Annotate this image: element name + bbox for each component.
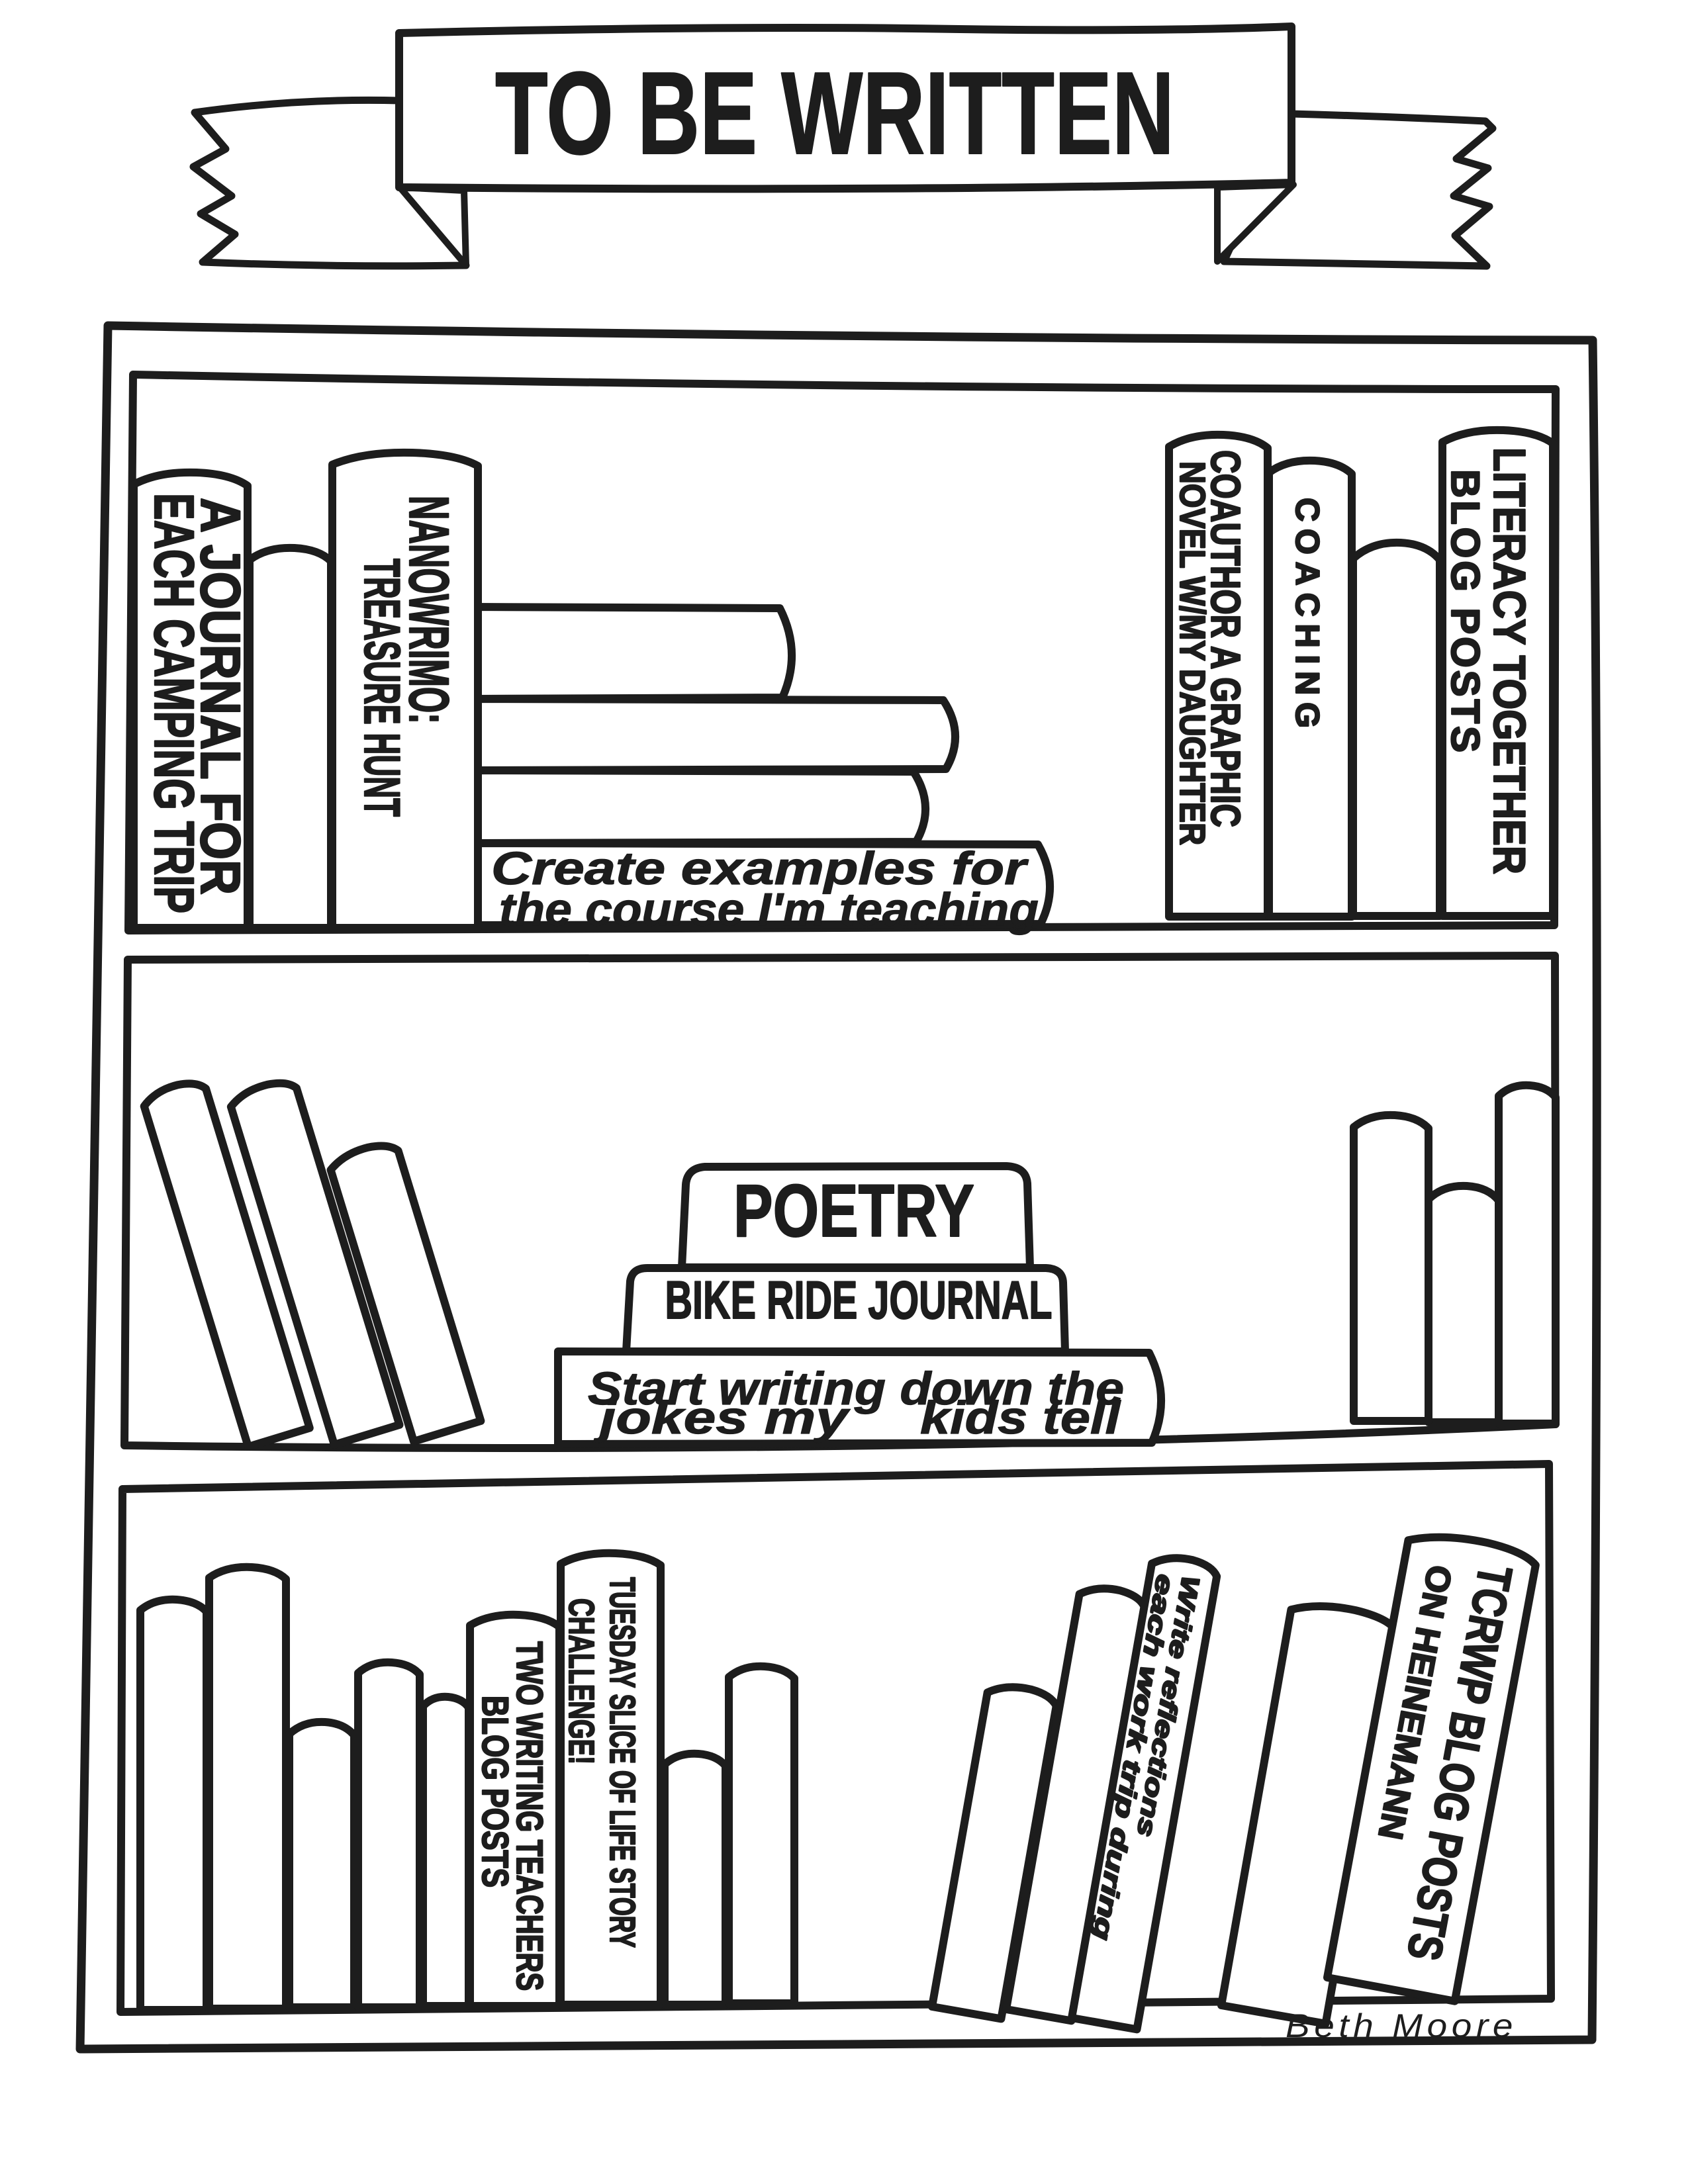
svg-text:NOVEL W/MY DAUGHTER: NOVEL W/MY DAUGHTER [1172, 461, 1212, 845]
svg-text:TO BE WRITTEN: TO BE WRITTEN [495, 48, 1174, 179]
svg-text:COACHING: COACHING [1289, 498, 1326, 728]
svg-text:BLOG POSTS: BLOG POSTS [1443, 469, 1487, 752]
svg-text:Start writing down the: Start writing down the [588, 1363, 1124, 1414]
svg-text:TUESDAY SLICE OF LIFE STORY: TUESDAY SLICE OF LIFE STORY [602, 1577, 642, 1948]
svg-text:A JOURNAL FOR: A JOURNAL FOR [189, 498, 252, 895]
svg-text:COAUTHOR A GRAPHIC: COAUTHOR A GRAPHIC [1202, 450, 1248, 827]
svg-text:NANOWRIMO:: NANOWRIMO: [398, 496, 460, 724]
svg-text:BLOG POSTS: BLOG POSTS [475, 1696, 516, 1888]
svg-text:POETRY: POETRY [733, 1169, 974, 1252]
svg-text:Create examples for: Create examples for [491, 842, 1029, 894]
svg-text:LITERACY TOGETHER: LITERACY TOGETHER [1484, 447, 1534, 874]
svg-text:Beth Moore: Beth Moore [1286, 2007, 1517, 2044]
svg-text:jokes my: jokes my [593, 1392, 851, 1443]
svg-text:EACH CAMPING TRIP: EACH CAMPING TRIP [143, 493, 205, 913]
svg-text:CHALLENGE!: CHALLENGE! [561, 1598, 601, 1764]
svg-text:TWO WRITING TEACHERS: TWO WRITING TEACHERS [509, 1641, 551, 1991]
svg-text:BIKE RIDE JOURNAL: BIKE RIDE JOURNAL [665, 1271, 1053, 1330]
svg-text:the course I'm teaching: the course I'm teaching [499, 884, 1039, 935]
svg-text:TREASURE HUNT: TREASURE HUNT [353, 559, 410, 817]
svg-text:kids tell: kids tell [920, 1392, 1121, 1443]
